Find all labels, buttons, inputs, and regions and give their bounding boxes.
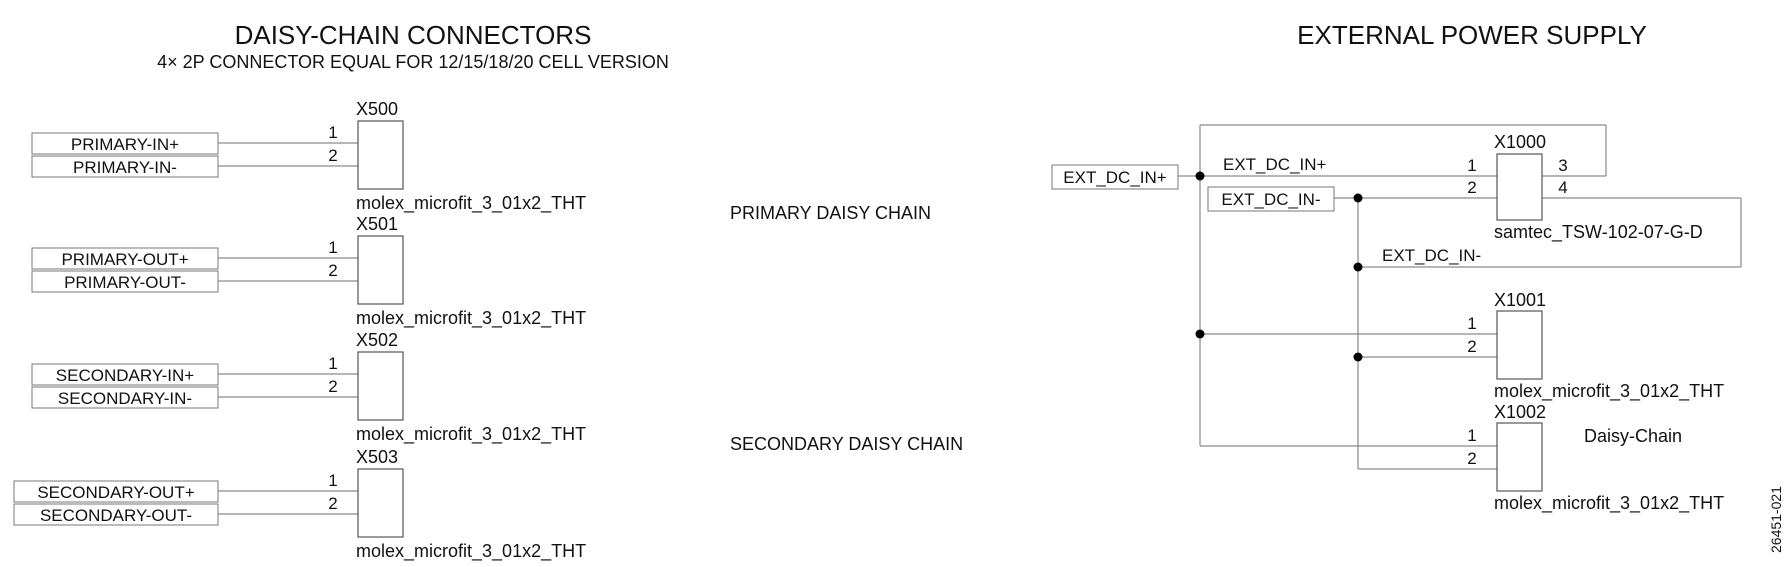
pin-number: 3: [1558, 156, 1567, 175]
connector-part: molex_microfit_3_01x2_THT: [1494, 381, 1724, 402]
pin-number: 1: [1467, 314, 1476, 333]
connector-body: [357, 468, 404, 538]
pin-number: 1: [328, 471, 337, 490]
net-label-box: [1051, 164, 1179, 190]
pin-number: 1: [328, 238, 337, 257]
pin-number: 2: [328, 146, 337, 165]
junction-dot: [1195, 171, 1205, 181]
connector-part: molex_microfit_3_01x2_THT: [356, 193, 586, 214]
external-power-supply-title: EXTERNAL POWER SUPPLY: [1297, 20, 1647, 50]
net-label-secondary-in-plus: SECONDARY-IN+: [56, 366, 194, 385]
connector-body: [357, 235, 404, 305]
wire-label-ext-dc-in-minus: EXT_DC_IN-: [1382, 246, 1481, 265]
connector-body: [1496, 153, 1543, 221]
connector-ref: X1001: [1494, 290, 1546, 310]
net-label-ext-dc-in-plus: EXT_DC_IN+: [1063, 168, 1167, 187]
net-label-box: [1207, 186, 1335, 212]
figure-id: 26451-021: [1768, 486, 1784, 553]
junction-dot: [1353, 262, 1363, 272]
connector-x1001: X1001 1 2 molex_microfit_3_01x2_THT: [1467, 290, 1724, 402]
net-label-primary-out-plus: PRIMARY-OUT+: [61, 250, 188, 269]
connector-x500: PRIMARY-IN+ PRIMARY-IN- 1 2 X500 molex_m…: [31, 99, 586, 214]
connector-x503: SECONDARY-OUT+ SECONDARY-OUT- 1 2 X503 m…: [13, 447, 586, 562]
connector-ref: X500: [356, 99, 398, 119]
junction-dot: [1353, 352, 1363, 362]
pin-number: 2: [328, 377, 337, 396]
net-label-secondary-out-minus: SECONDARY-OUT-: [40, 506, 192, 525]
connector-part: samtec_TSW-102-07-G-D: [1494, 222, 1703, 243]
pin-number: 1: [328, 123, 337, 142]
connector-x1000: X1000 1 2 3 4 samtec_TSW-102-07-G-D: [1467, 132, 1702, 243]
wire-label-ext-dc-in-plus: EXT_DC_IN+: [1223, 155, 1327, 174]
connector-part: molex_microfit_3_01x2_THT: [356, 424, 586, 445]
junction-dot: [1353, 193, 1363, 203]
net-label-ext-dc-in-minus: EXT_DC_IN-: [1221, 190, 1320, 209]
connector-body: [357, 351, 404, 421]
pin-number: 1: [1467, 426, 1476, 445]
net-label-secondary-out-plus: SECONDARY-OUT+: [37, 483, 194, 502]
pin-number: 1: [1467, 156, 1476, 175]
connector-x501: PRIMARY-OUT+ PRIMARY-OUT- 1 2 X501 molex…: [31, 214, 586, 329]
connector-part: molex_microfit_3_01x2_THT: [356, 308, 586, 329]
connector-ref: X1000: [1494, 132, 1546, 152]
connector-x1002: X1002 1 2 Daisy-Chain molex_microfit_3_0…: [1467, 402, 1724, 514]
pin-number: 2: [1467, 449, 1476, 468]
junction-dot: [1195, 329, 1205, 339]
pin-number: 2: [328, 261, 337, 280]
connector-ref: X501: [356, 214, 398, 234]
secondary-daisy-chain-label: SECONDARY DAISY CHAIN: [730, 434, 963, 454]
daisy-chain-note: Daisy-Chain: [1584, 426, 1682, 446]
connector-ref: X502: [356, 330, 398, 350]
pin-number: 1: [328, 354, 337, 373]
connector-ref: X503: [356, 447, 398, 467]
pin-number: 2: [1467, 337, 1476, 356]
connector-ref: X1002: [1494, 402, 1546, 422]
daisy-chain-title: DAISY-CHAIN CONNECTORS: [235, 20, 592, 50]
net-label-primary-out-minus: PRIMARY-OUT-: [64, 273, 186, 292]
pin-number: 4: [1558, 178, 1567, 197]
connector-body: [1496, 310, 1543, 380]
net-label-primary-in-minus: PRIMARY-IN-: [73, 158, 177, 177]
net-label-primary-in-plus: PRIMARY-IN+: [71, 135, 179, 154]
primary-daisy-chain-label: PRIMARY DAISY CHAIN: [730, 203, 931, 223]
connector-part: molex_microfit_3_01x2_THT: [356, 541, 586, 562]
connector-body: [357, 120, 404, 190]
pin-number: 2: [1467, 178, 1476, 197]
daisy-chain-subtitle: 4× 2P CONNECTOR EQUAL FOR 12/15/18/20 CE…: [157, 52, 669, 72]
net-label-secondary-in-minus: SECONDARY-IN-: [58, 389, 192, 408]
pin-number: 2: [328, 494, 337, 513]
connector-part: molex_microfit_3_01x2_THT: [1494, 493, 1724, 514]
connector-x502: SECONDARY-IN+ SECONDARY-IN- 1 2 X502 mol…: [31, 330, 586, 445]
connector-body: [1496, 422, 1543, 492]
